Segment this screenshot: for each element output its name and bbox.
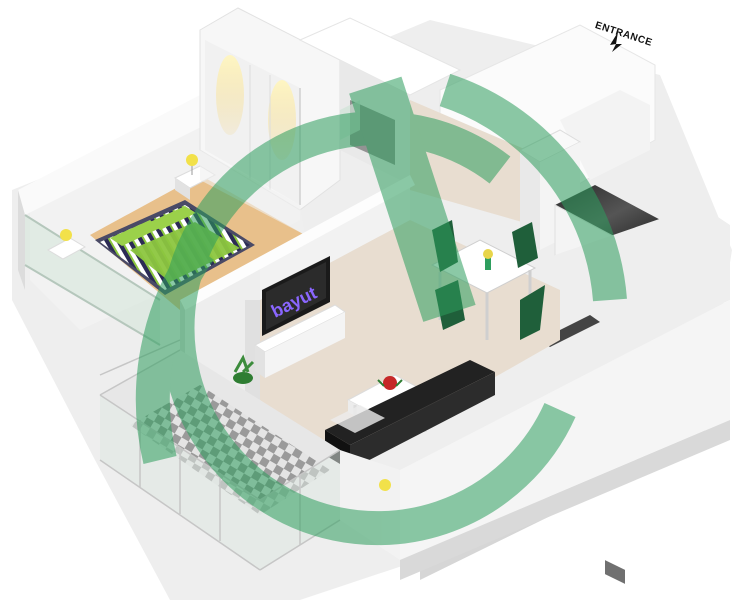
lamp-icon	[60, 229, 72, 241]
entrance-arrow-icon	[610, 32, 622, 52]
dining-chair-2	[512, 222, 538, 268]
tv-unit: bayut	[233, 256, 346, 384]
lamp-icon	[186, 154, 198, 166]
dining-chair-4	[520, 285, 545, 340]
flower-vase-icon	[377, 376, 403, 390]
seating	[325, 360, 495, 470]
lamp-icon	[379, 479, 391, 491]
watermark-logo	[135, 73, 627, 546]
plant-icon	[233, 354, 255, 384]
nightstand-left	[46, 229, 87, 260]
bedroom-wall-back	[18, 95, 205, 215]
flower-vase-icon	[483, 249, 493, 270]
